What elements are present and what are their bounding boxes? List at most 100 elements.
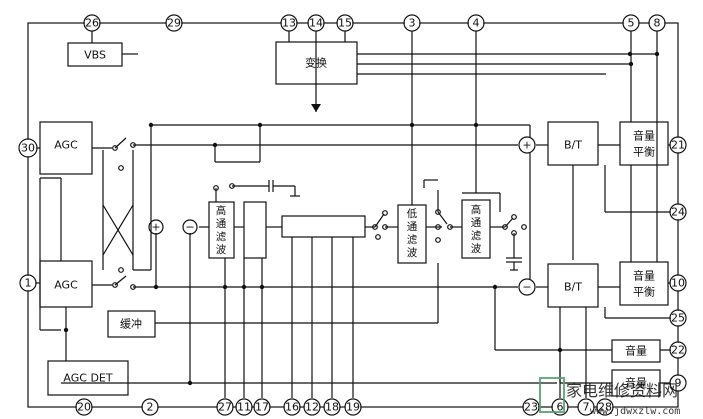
pin-7 <box>577 398 595 416</box>
pin-8 <box>648 14 666 32</box>
pin-30-label: 30 <box>21 142 35 155</box>
pin-25-label: 25 <box>671 312 685 325</box>
hpf2-label-4: 波 <box>471 242 482 255</box>
volume1-label: 音量 <box>625 344 647 358</box>
pin-15 <box>336 14 354 32</box>
balance-bottom-block <box>619 261 669 306</box>
pin-29 <box>165 14 183 32</box>
pin-14-label: 14 <box>309 17 323 30</box>
pin-28-label: 28 <box>598 401 612 414</box>
plus-sign-right: + <box>522 139 531 152</box>
lpf-block <box>397 204 427 264</box>
bt-top-block <box>547 121 599 166</box>
balance-bottom-label-2: 平衡 <box>633 286 655 299</box>
balance-bottom-label-1: 音量 <box>633 269 655 283</box>
pin-4-label: 4 <box>473 17 480 30</box>
pin-19-label: 19 <box>346 401 360 414</box>
pin-4 <box>467 14 485 32</box>
minus-sign-left: − <box>185 221 194 234</box>
pin-21-label: 21 <box>671 139 685 152</box>
pin-13-label: 13 <box>282 17 296 30</box>
pin-15-label: 15 <box>338 17 352 30</box>
hpf2-label-3: 滤 <box>471 229 482 242</box>
hpf2-label-1: 高 <box>471 203 482 216</box>
hpf1-label-1: 高 <box>216 204 227 217</box>
agc-det-label: AGC DET <box>63 372 112 385</box>
pin-20-label: 20 <box>77 401 91 414</box>
agc-bottom-block <box>39 260 93 308</box>
pin-22 <box>669 341 687 359</box>
pin-16-label: 16 <box>285 401 299 414</box>
pin-6 <box>551 398 569 416</box>
pin-27 <box>216 398 234 416</box>
pin-1 <box>19 274 37 292</box>
pin-11-label: 11 <box>237 401 251 414</box>
watermark-text: 家电维修资料网 <box>566 381 678 400</box>
vbs-label: VBS <box>84 49 106 62</box>
pin-28 <box>596 398 614 416</box>
watermark-url: www.jdwxzlw.com <box>590 406 680 417</box>
adder-minus-left <box>182 219 198 235</box>
pin-12-label: 12 <box>305 401 319 414</box>
eq-block <box>281 215 366 238</box>
bt-bottom-label: B/T <box>564 281 582 294</box>
pin-9 <box>669 374 687 392</box>
pin-3-label: 3 <box>409 17 416 30</box>
pin-29-label: 29 <box>167 17 181 30</box>
watermark: 家电维修资料网 www.jdwxzlw.com <box>539 377 680 417</box>
pin-17-label: 17 <box>255 401 269 414</box>
bt-bottom-block <box>547 263 599 308</box>
pin-9-label: 9 <box>675 377 682 390</box>
hpf2-label-2: 通 <box>471 217 482 229</box>
lpf-label-1: 低 <box>407 207 418 220</box>
volume2-block <box>611 369 661 397</box>
pin-26 <box>83 14 101 32</box>
switch-block <box>243 201 267 259</box>
pin-11 <box>235 398 253 416</box>
agc-top-block <box>39 121 93 175</box>
pin-18-label: 18 <box>325 401 339 414</box>
pin-30 <box>18 138 38 158</box>
pin-14 <box>307 14 325 32</box>
hpf2-block <box>461 199 491 259</box>
pin-8-label: 8 <box>654 17 661 30</box>
pin-1-label: 1 <box>25 277 32 290</box>
pin-24 <box>669 203 687 221</box>
pin-22-label: 22 <box>671 344 685 357</box>
pin-10 <box>669 274 687 292</box>
convert-label: 变换 <box>305 56 327 70</box>
pin-5-label: 5 <box>628 17 635 30</box>
minus-sign-right: − <box>522 281 531 294</box>
pin-3 <box>403 14 421 32</box>
pin-18 <box>323 398 341 416</box>
balance-top-label-2: 平衡 <box>633 146 655 159</box>
pin-2 <box>141 398 159 416</box>
pin-12 <box>303 398 321 416</box>
agc-top-label: AGC <box>54 139 78 152</box>
adder-minus-right <box>518 278 536 296</box>
lpf-label-4: 波 <box>407 246 418 259</box>
pin-25 <box>669 309 687 327</box>
hpf1-label-4: 波 <box>216 243 227 256</box>
pin-26-label: 26 <box>85 17 99 30</box>
pin-19 <box>344 398 362 416</box>
pin-6-label: 6 <box>557 401 564 414</box>
pin-23-label: 23 <box>524 401 538 414</box>
pin-20 <box>75 398 93 416</box>
pin-16 <box>283 398 301 416</box>
adder-plus-left <box>148 219 164 235</box>
buffer-block <box>107 310 156 338</box>
adder-plus-right <box>518 136 536 154</box>
pin-2-label: 2 <box>147 401 154 414</box>
lpf-label-3: 滤 <box>407 233 418 246</box>
pin-21 <box>669 136 687 154</box>
agc-bottom-label: AGC <box>54 279 78 292</box>
hpf1-label-2: 通 <box>216 218 227 230</box>
bt-top-label: B/T <box>564 139 582 152</box>
volume1-block <box>611 339 661 363</box>
pin-10-label: 10 <box>671 277 685 290</box>
lpf-label-2: 通 <box>407 221 418 233</box>
plus-sign-left: + <box>151 221 160 234</box>
agc-det-block <box>47 360 129 396</box>
